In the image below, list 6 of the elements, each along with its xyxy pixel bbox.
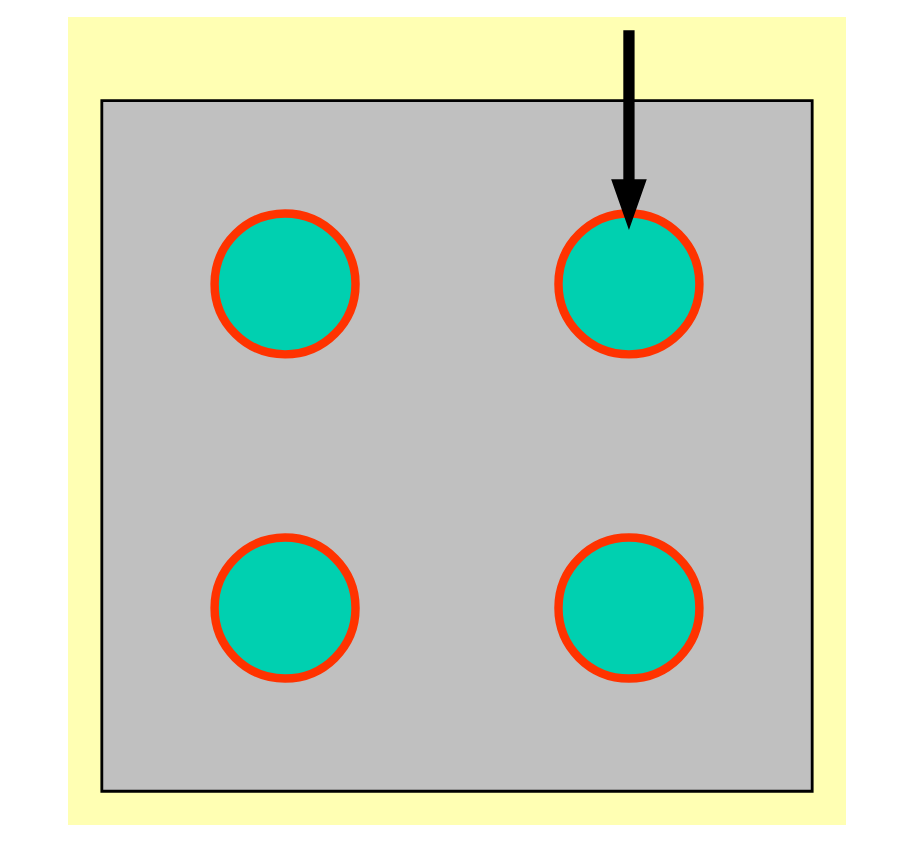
node-circle (553, 209, 703, 359)
arrow (610, 30, 646, 231)
node-circle (209, 533, 359, 683)
node-circle (209, 209, 359, 359)
cluster (99, 99, 813, 793)
node-circle (553, 533, 703, 683)
